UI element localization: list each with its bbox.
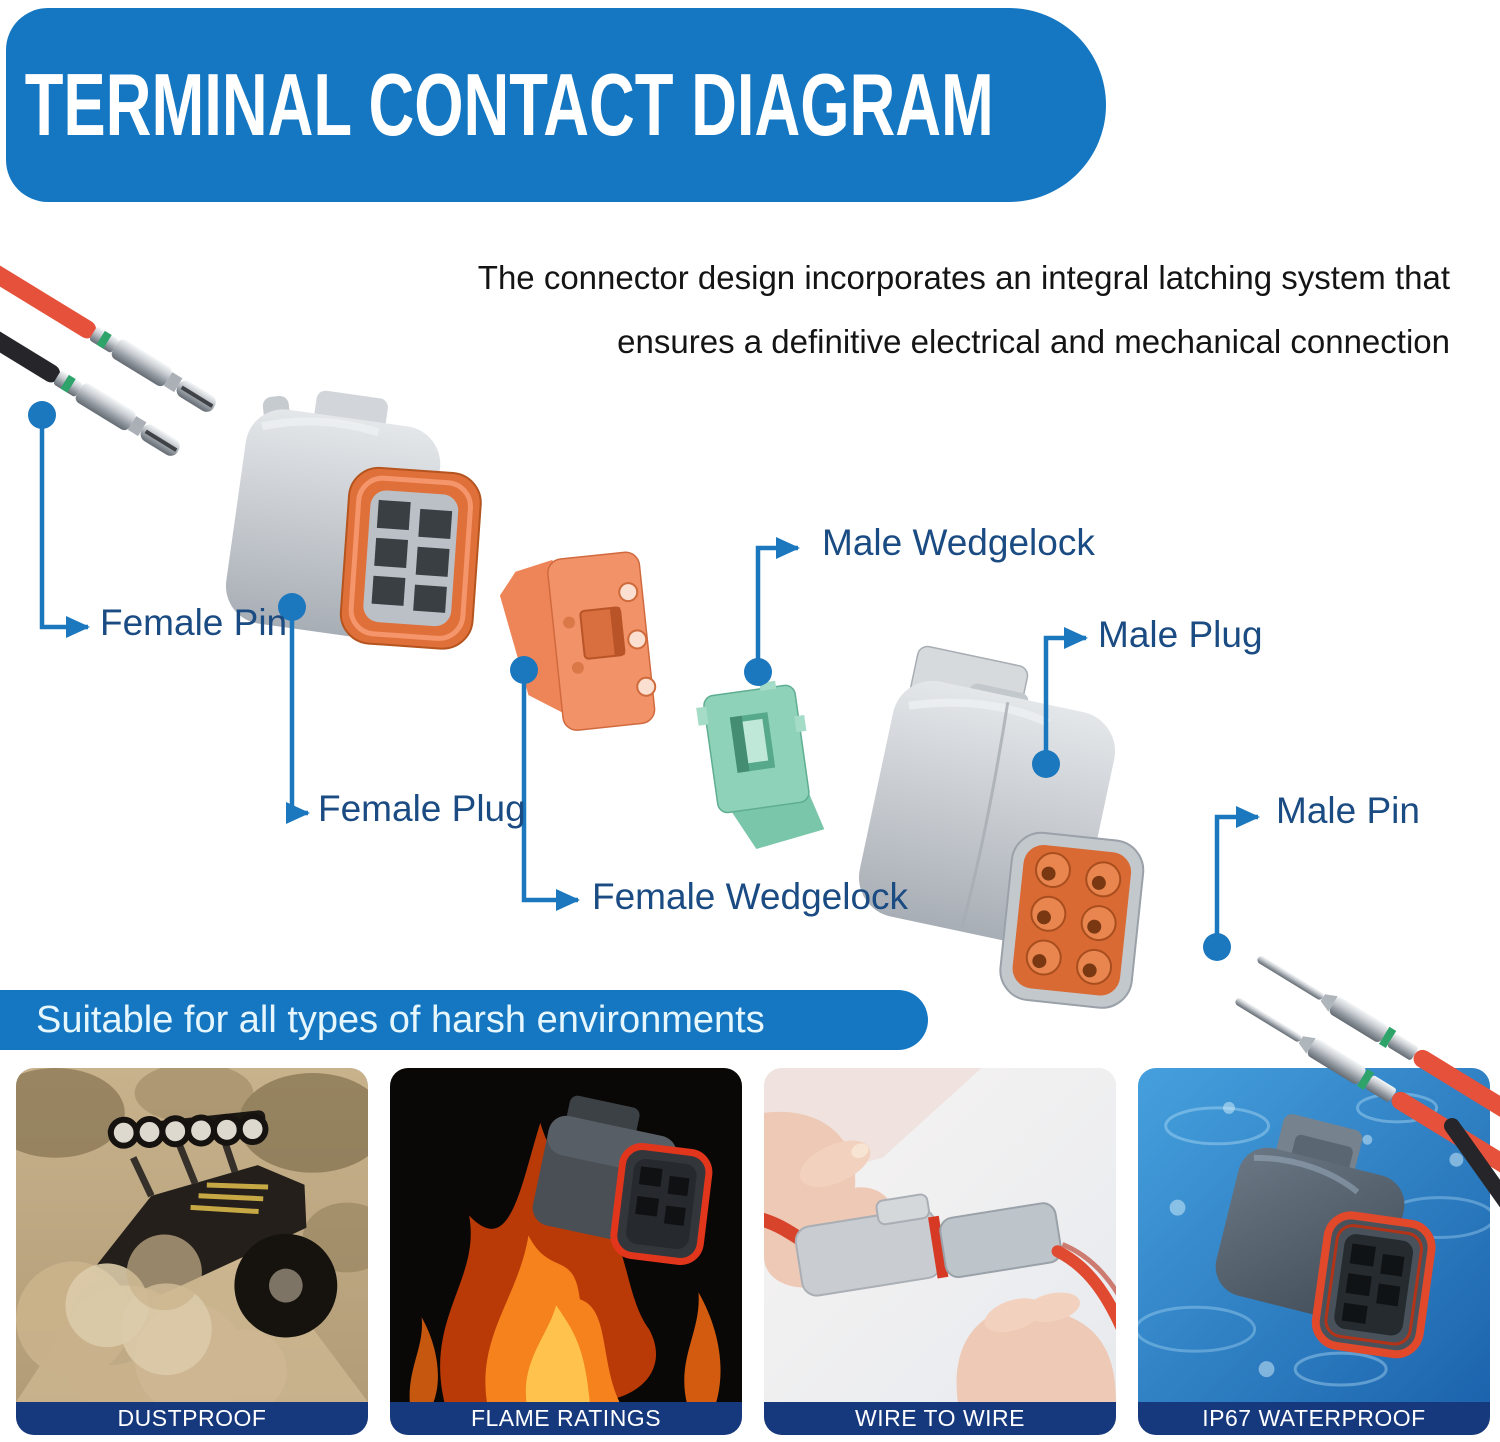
hands-joining-connectors-illustration [764, 1068, 1116, 1402]
title-banner: TERMINAL CONTACT DIAGRAM [6, 8, 1106, 202]
label-male-wedgelock: Male Wedgelock [822, 522, 1095, 563]
dustproof-photo [16, 1068, 368, 1402]
label-male-plug: Male Plug [1098, 614, 1263, 655]
female-pin-terminals-illustration [0, 245, 216, 456]
feature-cards: DUSTPROOF [0, 1068, 1500, 1435]
flame-ratings-photo [390, 1068, 742, 1402]
connector-in-flames-illustration [390, 1068, 742, 1402]
card-ip67-waterproof: IP67 WATERPROOF [1138, 1068, 1490, 1435]
caption-flame-ratings: FLAME RATINGS [390, 1402, 742, 1435]
card-dustproof: DUSTPROOF [16, 1068, 368, 1435]
subtitle-banner: Suitable for all types of harsh environm… [0, 990, 928, 1050]
page-title: TERMINAL CONTACT DIAGRAM [24, 55, 994, 154]
male-wedgelock-illustration [696, 680, 825, 849]
subtitle-text: Suitable for all types of harsh environm… [36, 998, 765, 1041]
card-wire-to-wire: WIRE TO WIRE [764, 1068, 1116, 1435]
wire-to-wire-photo [764, 1068, 1116, 1402]
description-line-2: ensures a definitive electrical and mech… [617, 323, 1450, 360]
caption-ip67-waterproof: IP67 WATERPROOF [1138, 1402, 1490, 1435]
card-flame-ratings: FLAME RATINGS [390, 1068, 742, 1435]
male-plug-illustration [858, 645, 1145, 1009]
label-female-plug: Female Plug [318, 788, 526, 829]
offroad-truck-illustration [16, 1068, 368, 1402]
description-text: The connector design incorporates an int… [380, 246, 1450, 374]
label-male-pin: Male Pin [1276, 790, 1420, 831]
caption-dustproof: DUSTPROOF [16, 1402, 368, 1435]
label-female-pin: Female Pin [100, 602, 288, 643]
female-wedgelock-illustration [499, 551, 657, 731]
description-line-1: The connector design incorporates an int… [477, 259, 1450, 296]
caption-wire-to-wire: WIRE TO WIRE [764, 1402, 1116, 1435]
connector-underwater-illustration [1138, 1068, 1490, 1402]
leader-lines [39, 415, 1260, 947]
label-female-wedgelock: Female Wedgelock [592, 876, 909, 917]
ip67-waterproof-photo [1138, 1068, 1490, 1402]
